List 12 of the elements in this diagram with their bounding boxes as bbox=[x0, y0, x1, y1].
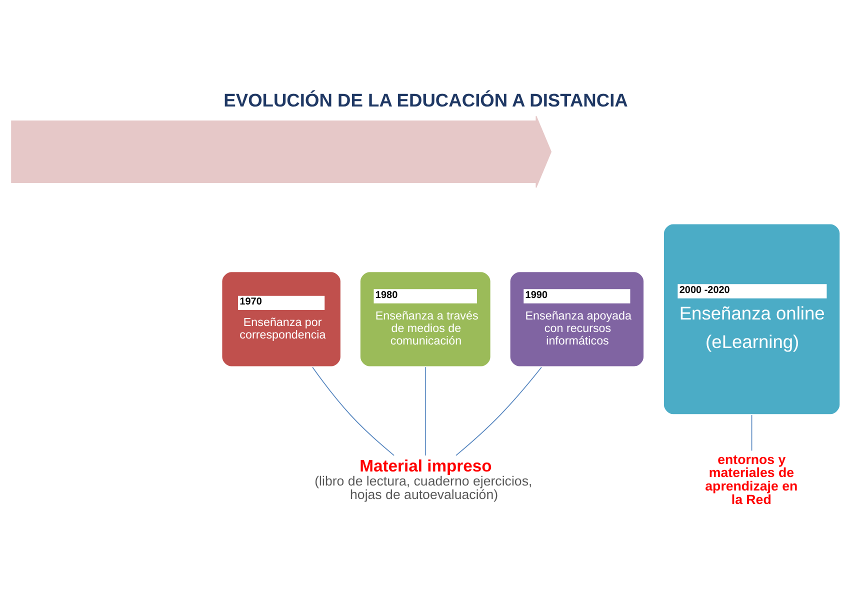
node-text: entornos y materiales de aprendizaje en la Red bbox=[705, 451, 798, 506]
node-box: 2000 -2020 Enseñanza online (eLearning) bbox=[662, 222, 842, 416]
node-arrow bbox=[11, 115, 552, 188]
diagram-title: EVOLUCIÓN DE LA EDUCACIÓN A DISTANCIA bbox=[224, 88, 628, 110]
node-box: 1980 Enseñanza a través de medios de comunicación bbox=[358, 270, 492, 368]
connector bbox=[424, 366, 426, 456]
node-box: 1990 Enseñanza apoyada con recursos informáticos bbox=[508, 270, 646, 368]
connector bbox=[456, 366, 542, 456]
connector bbox=[751, 414, 752, 451]
node-text: Material impreso (libro de lectura, cuaderno ejercicios, hojas de autoevaluación) bbox=[314, 456, 532, 502]
node-box: 1970 Enseñanza por correspondencia bbox=[220, 270, 342, 368]
connector bbox=[312, 366, 394, 456]
